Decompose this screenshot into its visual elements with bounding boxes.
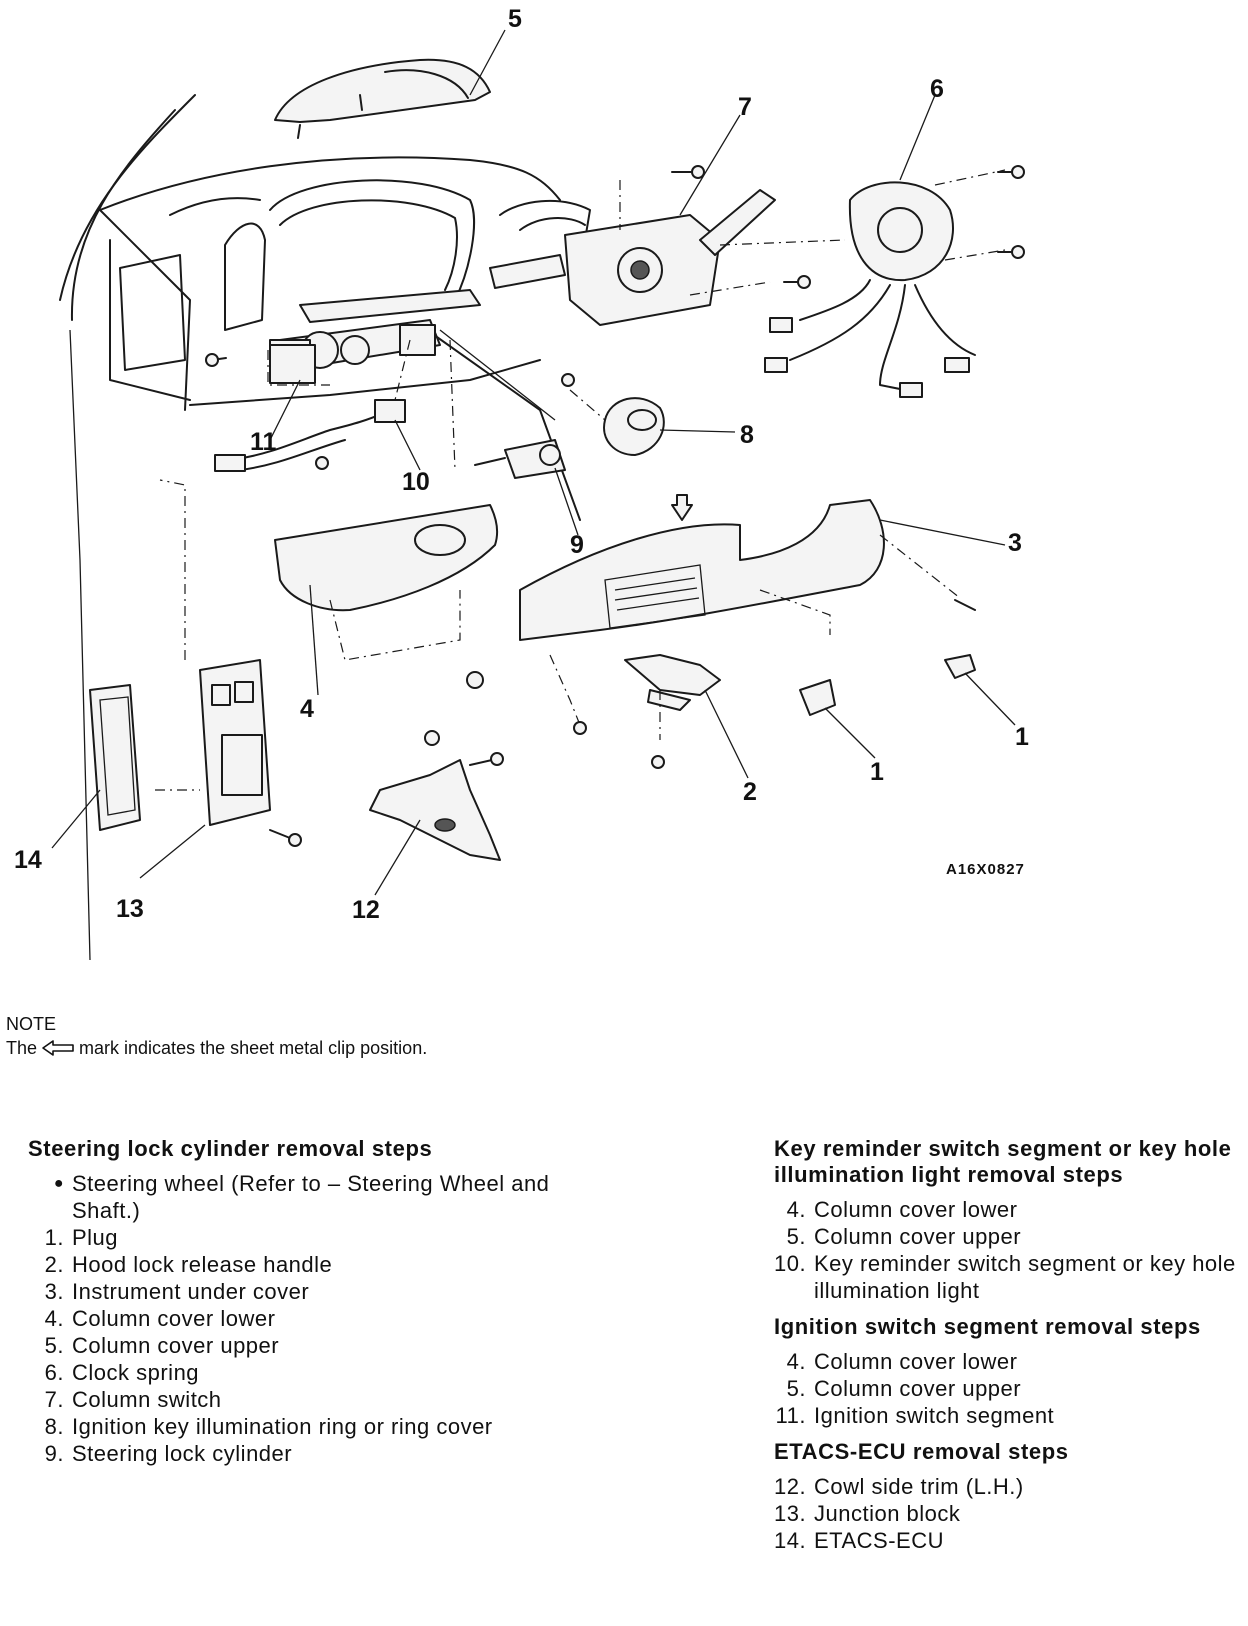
clock-spring-part [719,169,1006,398]
ignition-switch-steps: 4.Column cover lower 5.Column cover uppe… [774,1348,1244,1429]
etacs-section: ETACS-ECU removal steps 12.Cowl side tri… [774,1439,1244,1554]
list-item: 8.Ignition key illumination ring or ring… [44,1414,493,1439]
list-item: 9.Steering lock cylinder [44,1441,293,1466]
right-column: Key reminder switch segment or key hole … [774,1136,1244,1564]
ignition-switch-title: Ignition switch segment removal steps [774,1314,1201,1339]
key-reminder-steps: 4.Column cover lower 5.Column cover uppe… [774,1196,1244,1304]
ignition-switch-part [267,344,330,386]
screw-icons [205,165,1025,470]
list-item: 1.Plug [44,1225,119,1250]
callout-1-center: 1 [870,758,884,786]
note-text-row: The mark indicates the sheet metal clip … [6,1036,427,1060]
ignition-key-ring-part [569,389,665,456]
callout-13: 13 [116,895,144,923]
list-item: 2.Hood lock release handle [44,1252,333,1277]
steering-lock-cylinder-part [449,339,566,479]
key-reminder-section: Key reminder switch segment or key hole … [774,1136,1244,1304]
etacs-steps: 12.Cowl side trim (L.H.) 13.Junction blo… [774,1473,1244,1554]
ignition-switch-section: Ignition switch segment removal steps 4.… [774,1314,1244,1429]
clip-position-arrow-icon [671,494,693,521]
note-text-after: mark indicates the sheet metal clip posi… [79,1038,428,1058]
callout-10: 10 [402,468,430,496]
callout-3: 3 [1008,529,1022,557]
callout-9: 9 [570,531,584,559]
note-block: NOTE The mark indicates the sheet metal … [6,1012,427,1060]
steering-lock-steps: ●Steering wheel (Refer to – Steering Whe… [28,1170,588,1467]
list-item: 5.Column cover upper [786,1376,1022,1401]
callout-7: 7 [738,93,752,121]
callout-8: 8 [740,421,754,449]
note-label: NOTE [6,1014,57,1034]
etacs-title: ETACS-ECU removal steps [774,1439,1069,1464]
list-item: 4.Column cover lower [44,1306,276,1331]
cowl-side-trim-part [369,730,504,861]
hood-lock-handle-part [549,654,721,769]
steering-lock-section: Steering lock cylinder removal steps ●St… [28,1136,588,1477]
list-item: 3.Instrument under cover [44,1279,310,1304]
list-item: 12.Cowl side trim (L.H.) [774,1474,1024,1499]
note-text-before: The [6,1038,38,1058]
callout-5: 5 [508,5,522,33]
callout-4: 4 [300,695,314,723]
list-item: 10.Key reminder switch segment or key ho… [774,1251,1236,1303]
instrument-under-cover-part [519,499,976,641]
callout-11: 11 [250,428,277,456]
key-reminder-title: Key reminder switch segment or key hole … [774,1136,1232,1187]
column-switch-part [489,180,776,326]
key-reminder-switch-part [214,339,411,472]
callout-14: 14 [14,846,42,874]
list-item: 11.Ignition switch segment [775,1403,1055,1428]
exploded-view-diagram: 1 1 2 3 4 5 6 7 8 9 10 11 12 13 14 A16X0… [14,5,1029,960]
list-item: 13.Junction block [774,1501,961,1526]
plug-parts [799,654,976,716]
figure-code: A16X0827 [946,861,1025,878]
steering-lock-title: Steering lock cylinder removal steps [28,1136,433,1161]
list-item: 4.Column cover lower [786,1349,1018,1374]
list-item: 5.Column cover upper [44,1333,280,1358]
list-item: 4.Column cover lower [786,1197,1018,1222]
callout-2: 2 [743,778,757,806]
list-item: 6.Clock spring [44,1360,200,1385]
callout-12: 12 [352,896,380,924]
etacs-ecu-part [89,684,141,831]
instrument-panel [99,156,591,521]
list-item: 7.Column switch [44,1387,222,1412]
list-item: ●Steering wheel (Refer to – Steering Whe… [53,1171,550,1223]
junction-block-part [155,479,302,847]
callout-6: 6 [930,75,944,103]
callout-1-right: 1 [1015,723,1029,751]
column-cover-upper-part [274,58,491,139]
leader-lines [51,29,1016,896]
list-item: 14.ETACS-ECU [774,1528,944,1553]
list-item: 5.Column cover upper [786,1224,1022,1249]
sheet-metal-clip-arrow-icon [42,1040,74,1056]
column-cover-lower-part [274,504,499,689]
